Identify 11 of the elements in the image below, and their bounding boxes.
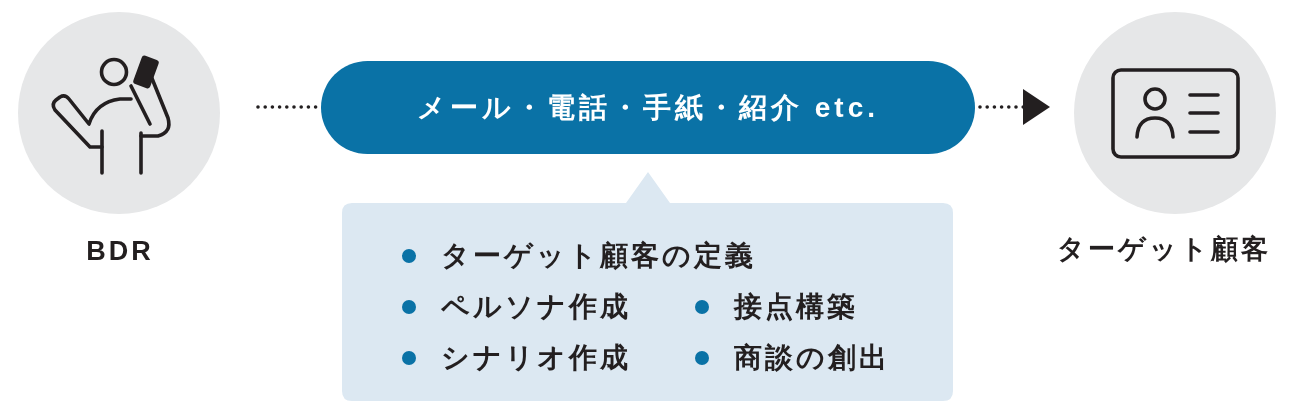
node-label: BDR — [85, 235, 155, 268]
dotted-line — [256, 105, 318, 109]
speech-bubble — [342, 172, 953, 401]
list-item: 商談の創出 — [734, 341, 890, 375]
pill-banner: メール・電話・手紙・紹介 etc. — [321, 61, 975, 154]
list-item: シナリオ作成 — [441, 341, 631, 375]
list-item: ペルソナ作成 — [441, 290, 631, 324]
dotted-arrow — [978, 89, 1052, 125]
list-item: ターゲット顧客の定義 — [441, 239, 756, 273]
list-item: 接点構築 — [734, 290, 858, 324]
node-label: ターゲット顧客 — [1056, 233, 1272, 266]
